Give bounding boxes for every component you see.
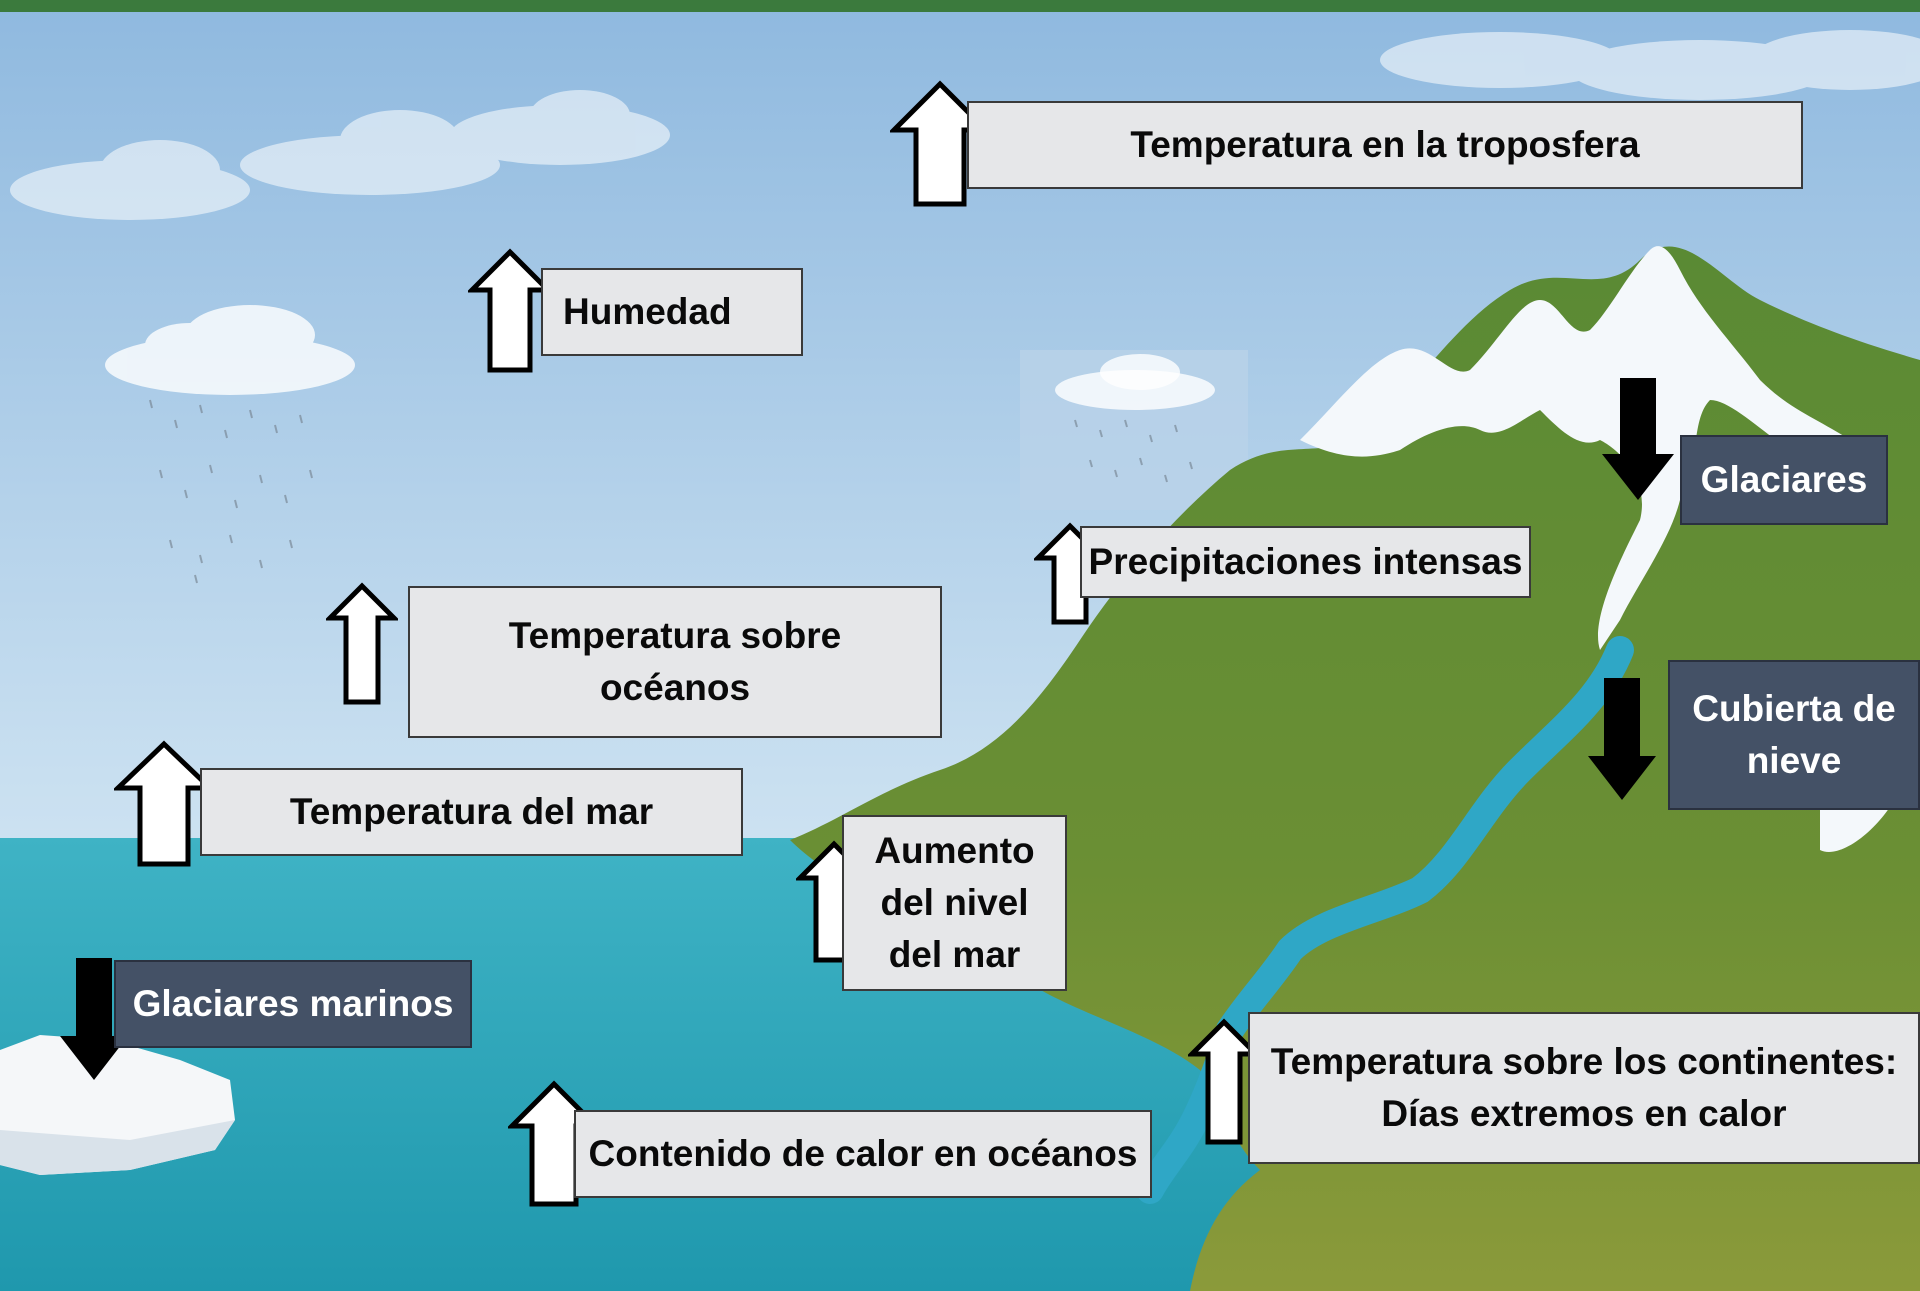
label-text: Temperatura en la troposfera [1130,124,1640,165]
arrow-up-icon [468,248,552,373]
label-text: Temperatura del mar [289,791,654,832]
label-text: Glaciares [1700,459,1868,500]
label-text: Contenido de calor en océanos [588,1133,1138,1174]
label-text: del nivel [880,882,1029,923]
river [1136,636,1634,1204]
arrow-down-icon [60,958,128,1080]
label-sea-temperature: Temperatura del mar [200,768,743,856]
label-text: océanos [599,667,751,708]
label-text: Humedad [563,291,732,332]
rain-cloud [105,305,355,395]
rain [149,399,313,584]
label-land-temperature: Temperatura sobre los continentes: Días … [1248,1012,1920,1164]
label-text: Días extremos en calor [1381,1093,1787,1134]
label-text: del mar [888,934,1021,975]
label-sea-level-rise: Aumento del nivel del mar [842,815,1067,991]
label-text: nieve [1746,740,1842,781]
label-humidity: Humedad [541,268,803,356]
arrow-up-icon [114,740,214,867]
label-glaciers: Glaciares [1680,435,1888,525]
label-ocean-surface-temperature: Temperatura sobre océanos [408,586,942,738]
label-text: Temperatura sobre [508,615,842,656]
label-snow-cover: Cubierta de nieve [1668,660,1920,810]
label-text: Glaciares marinos [132,983,454,1024]
label-text: Temperatura sobre los continentes: [1270,1041,1898,1082]
arrow-up-icon [326,582,398,705]
label-troposphere-temperature: Temperatura en la troposfera [967,101,1803,189]
clouds [10,30,1920,220]
iceberg [0,1035,235,1175]
label-ocean-heat-content: Contenido de calor en océanos [574,1110,1152,1198]
label-text: Precipitaciones intensas [1088,541,1523,582]
label-text: Cubierta de [1692,688,1896,729]
label-text: Aumento [874,830,1035,871]
arrow-down-icon [1588,678,1656,800]
top-border [0,0,1920,12]
label-sea-glaciers: Glaciares marinos [114,960,472,1048]
label-intense-precipitation: Precipitaciones intensas [1080,526,1531,598]
arrow-down-icon [1602,378,1674,500]
mountain-snow [1300,246,1850,650]
rain-panel [1020,350,1248,510]
